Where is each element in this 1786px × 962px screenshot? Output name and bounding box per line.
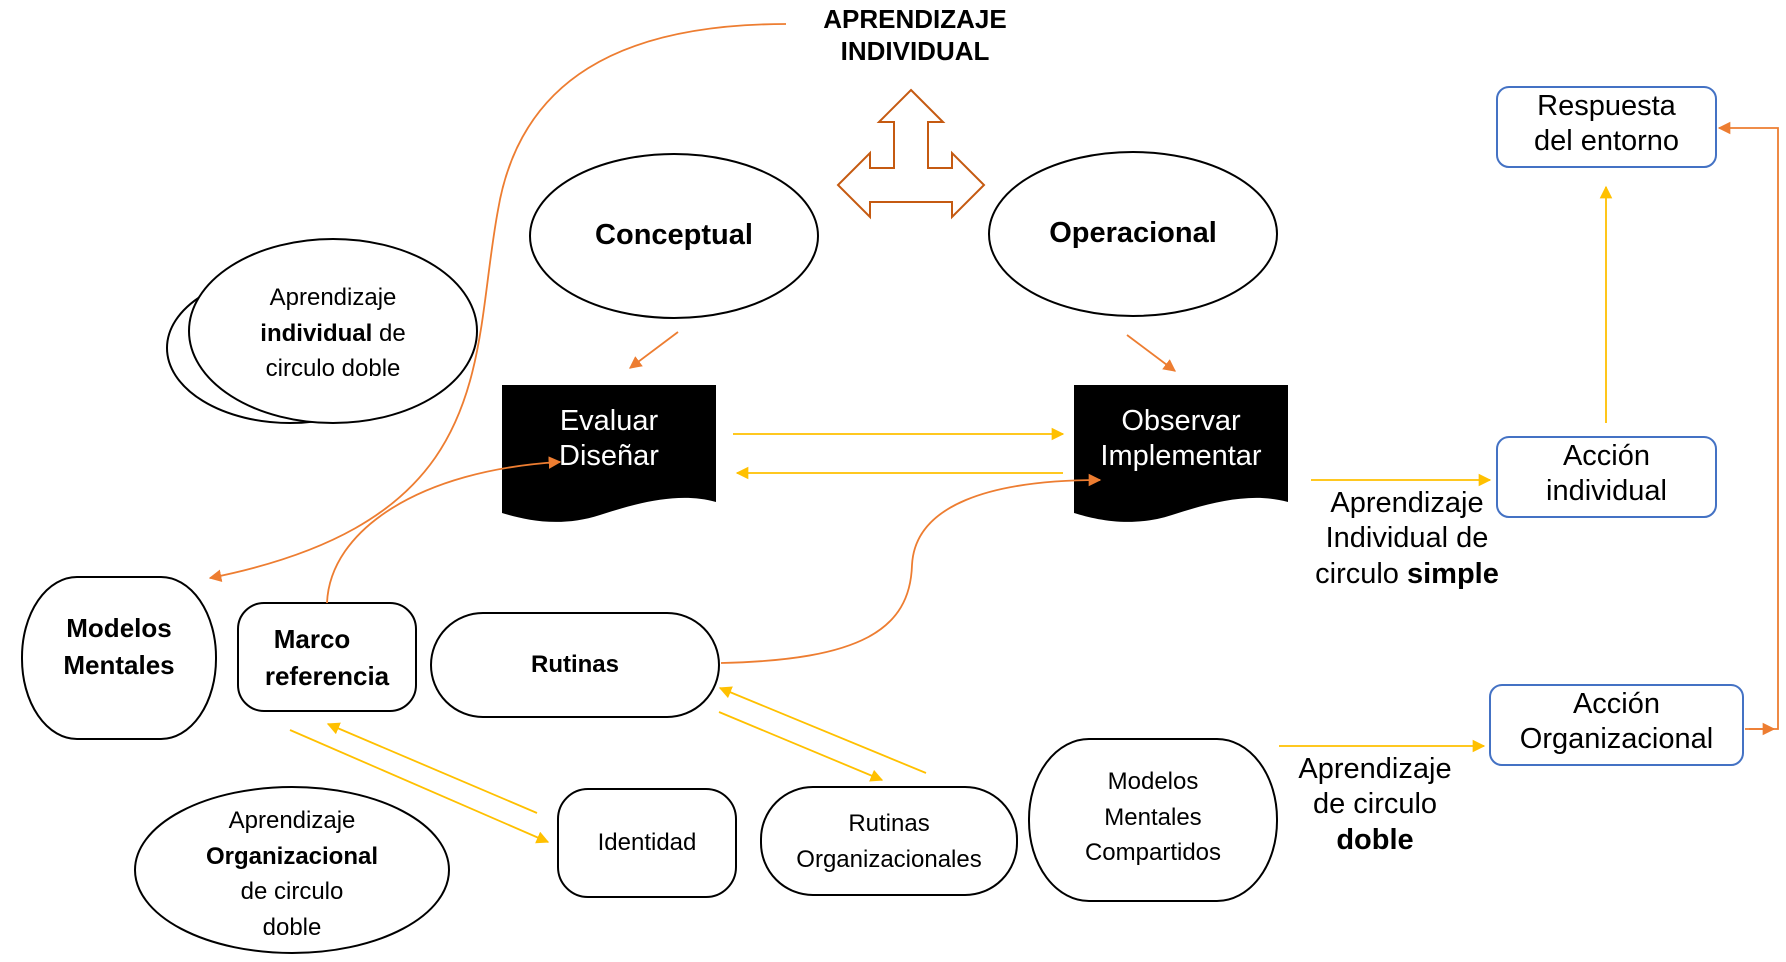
modelos-compartidos-shape xyxy=(1028,738,1278,902)
marco-referencia-label: Marco referencia xyxy=(264,624,390,691)
observar-label: Observar Implementar xyxy=(1100,405,1262,473)
identidad-label: Identidad xyxy=(597,829,697,856)
aprendizaje-doble-label: Aprendizaje de circulo doble xyxy=(1298,753,1452,856)
modelos-mentales-label: Modelos Mentales xyxy=(63,613,175,680)
three-way-arrow-icon xyxy=(836,88,986,220)
evaluar-label: Evaluar Diseñar xyxy=(559,405,659,473)
respuesta-label: Respuesta del entorno xyxy=(1533,90,1680,158)
identidad-shape xyxy=(557,788,737,898)
arrow-marco-to-identidad xyxy=(289,729,550,844)
rutinas-label: Rutinas xyxy=(530,651,619,678)
arrow-operacional-to-observar xyxy=(1126,334,1177,372)
modelos-compartidos-label: Modelos Mentales Compartidos xyxy=(1084,768,1222,867)
operacional-label: Operacional xyxy=(1049,217,1217,249)
rutinas-shape xyxy=(430,612,720,718)
evaluar-document xyxy=(502,385,716,522)
curve-title-to-modelos xyxy=(208,23,787,582)
curve-rutinas-to-observar xyxy=(720,473,1102,664)
individual-bold: individual xyxy=(260,319,373,347)
arrow-identidad-to-marco xyxy=(326,722,538,814)
curve-marco-to-evaluar xyxy=(326,456,562,604)
organizacional-doble-ellipse xyxy=(134,786,450,954)
aprendizaje-simple-label: Aprendizaje Individual de circulo simple xyxy=(1315,487,1499,590)
organizacional-doble-label: Aprendizaje Organizacional de circulo do… xyxy=(205,807,379,941)
accion-individual-label: Acción individual xyxy=(1546,440,1667,508)
accion-organizacional-box xyxy=(1489,684,1744,766)
individual-doble-ellipse xyxy=(188,238,478,424)
rutinas-org-label: Rutinas Organizacionales xyxy=(796,810,982,873)
observar-document xyxy=(1074,385,1288,522)
accion-individual-box xyxy=(1496,436,1717,518)
arrow-rutinas-to-rutinas-org xyxy=(718,711,884,782)
arrow-rutinas-org-to-rutinas xyxy=(718,686,927,774)
modelos-mentales-shape xyxy=(21,576,217,740)
arrow-conceptual-to-evaluar xyxy=(628,331,679,369)
conceptual-ellipse xyxy=(529,153,819,319)
respuesta-box xyxy=(1496,86,1717,168)
individual-doble-label: Aprendizaje individual de circulo doble xyxy=(260,284,406,383)
conceptual-label: Conceptual xyxy=(595,219,753,251)
title-aprendizaje-individual: APRENDIZAJE INDIVIDUAL xyxy=(823,4,1007,66)
feedback-loop xyxy=(1717,121,1779,730)
operacional-ellipse xyxy=(988,151,1278,317)
simple-bold: simple xyxy=(1406,557,1499,590)
rutinas-org-shape xyxy=(760,786,1018,896)
accion-organizacional-label: Acción Organizacional xyxy=(1519,688,1714,756)
